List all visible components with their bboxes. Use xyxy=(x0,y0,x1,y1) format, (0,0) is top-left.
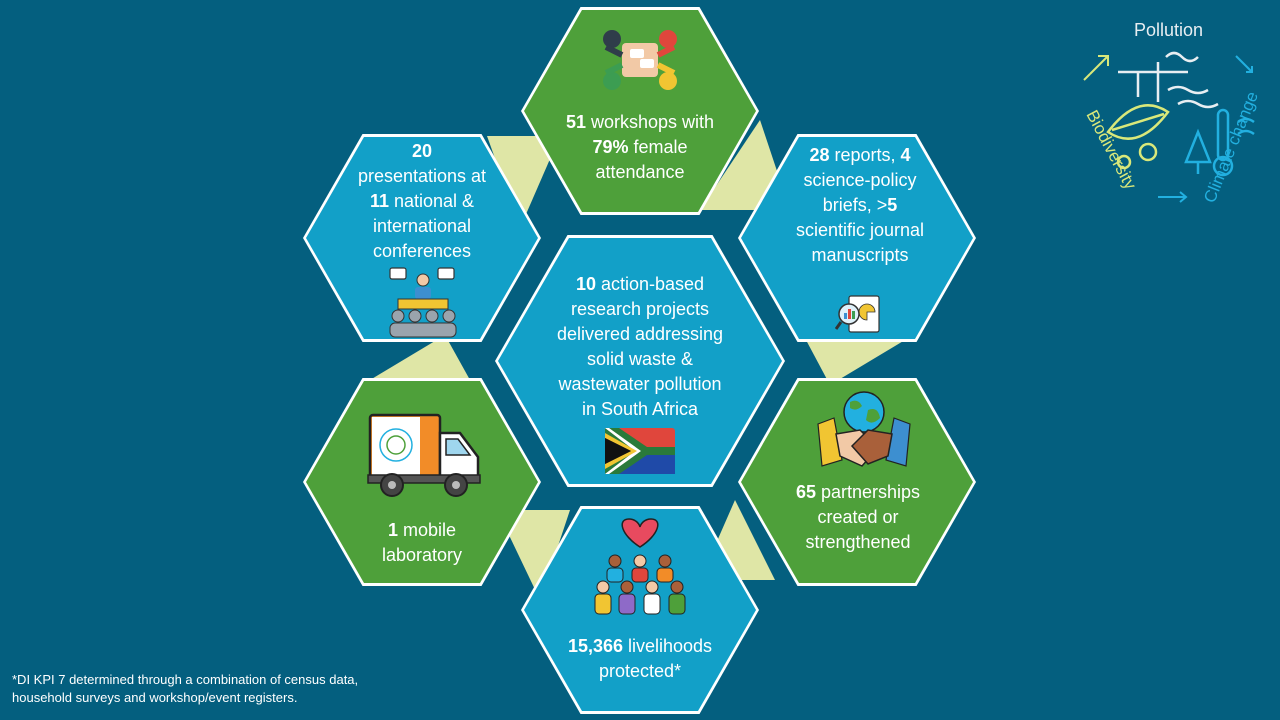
globe-handshake-icon xyxy=(817,391,911,467)
presentations-label-4: conferences xyxy=(372,241,472,261)
footnote-line-2: household surveys and workshop/event reg… xyxy=(12,690,298,705)
partnerships-text: 65 partnerships created or strengthened xyxy=(758,480,958,555)
briefs-count: 4 xyxy=(900,145,911,165)
south-africa-flag-icon xyxy=(605,428,675,474)
center-label-4: solid waste & xyxy=(586,349,694,369)
reports-label-4: scientific journal xyxy=(795,220,925,240)
report-magnifier-icon xyxy=(835,295,880,333)
laboratory-text: 1 mobile laboratory xyxy=(322,518,522,568)
connector-laboratory-presentations xyxy=(370,335,470,380)
manuscripts-count: 5 xyxy=(887,195,898,215)
center-text: 10 action-based research projects delive… xyxy=(528,272,752,422)
presentations-label-3: international xyxy=(372,216,472,236)
center-label-3: delivered addressing xyxy=(556,324,724,344)
reports-label-2: science-policy xyxy=(803,170,917,190)
presentations-label: presentations at xyxy=(357,166,487,186)
center-label-2: research projects xyxy=(570,299,710,319)
laboratory-label: mobile xyxy=(397,520,457,540)
laboratory-count: 1 xyxy=(387,520,398,540)
center-label-5: wastewater pollution xyxy=(558,374,722,394)
connector-presentations-workshops xyxy=(487,136,560,228)
livelihoods-text: 15,366 livelihoods protected* xyxy=(534,634,746,684)
projects-count: 10 xyxy=(575,274,596,294)
reports-label-5: manuscripts xyxy=(811,245,909,265)
community-heart-icon xyxy=(594,518,686,615)
presentations-label-2: national & xyxy=(388,191,475,211)
livelihoods-label-2: protected* xyxy=(598,661,682,681)
partnerships-label-2: created or xyxy=(817,507,899,527)
triple-crisis-logo: Pollution Biodiversity Climate change xyxy=(1082,20,1261,205)
conferences-count: 11 xyxy=(369,191,389,211)
partnerships-label: partnerships xyxy=(815,482,921,502)
female-attendance-percent: 79% xyxy=(592,137,629,157)
center-label-6: in South Africa xyxy=(581,399,699,419)
presentations-count: 20 xyxy=(411,141,433,161)
reports-count: 28 xyxy=(809,145,830,165)
reports-label-3: briefs, > xyxy=(822,195,888,215)
partnerships-count: 65 xyxy=(795,482,816,502)
laboratory-label-2: laboratory xyxy=(381,545,463,565)
workshops-label-2: female xyxy=(628,137,688,157)
workshops-label: workshops with xyxy=(585,112,715,132)
meeting-table-icon xyxy=(603,30,677,90)
connector-livelihoods-laboratory xyxy=(497,510,570,600)
reports-text: 28 reports, 4 science-policy briefs, >5 … xyxy=(760,143,960,268)
partnerships-label-3: strengthened xyxy=(805,532,911,552)
logo-biodiversity-label: Biodiversity xyxy=(1082,107,1140,193)
workshops-label-3: attendance xyxy=(595,162,685,182)
livelihoods-count: 15,366 xyxy=(567,636,623,656)
center-label: action-based xyxy=(595,274,705,294)
connector-reports-partnerships xyxy=(806,340,905,385)
workshops-text: 51 workshops with 79% female attendance xyxy=(534,110,746,185)
logo-pollution-label: Pollution xyxy=(1134,20,1203,40)
workshops-count: 51 xyxy=(565,112,586,132)
footnote: *DI KPI 7 determined through a combinati… xyxy=(12,671,358,707)
footnote-line-1: *DI KPI 7 determined through a combinati… xyxy=(12,672,359,687)
mobile-lab-truck-icon xyxy=(367,413,481,497)
livelihoods-label: livelihoods xyxy=(623,636,713,656)
presenter-audience-icon xyxy=(389,267,457,338)
reports-label: reports, xyxy=(829,145,901,165)
presentations-text: 20 presentations at 11 national & intern… xyxy=(322,139,522,264)
